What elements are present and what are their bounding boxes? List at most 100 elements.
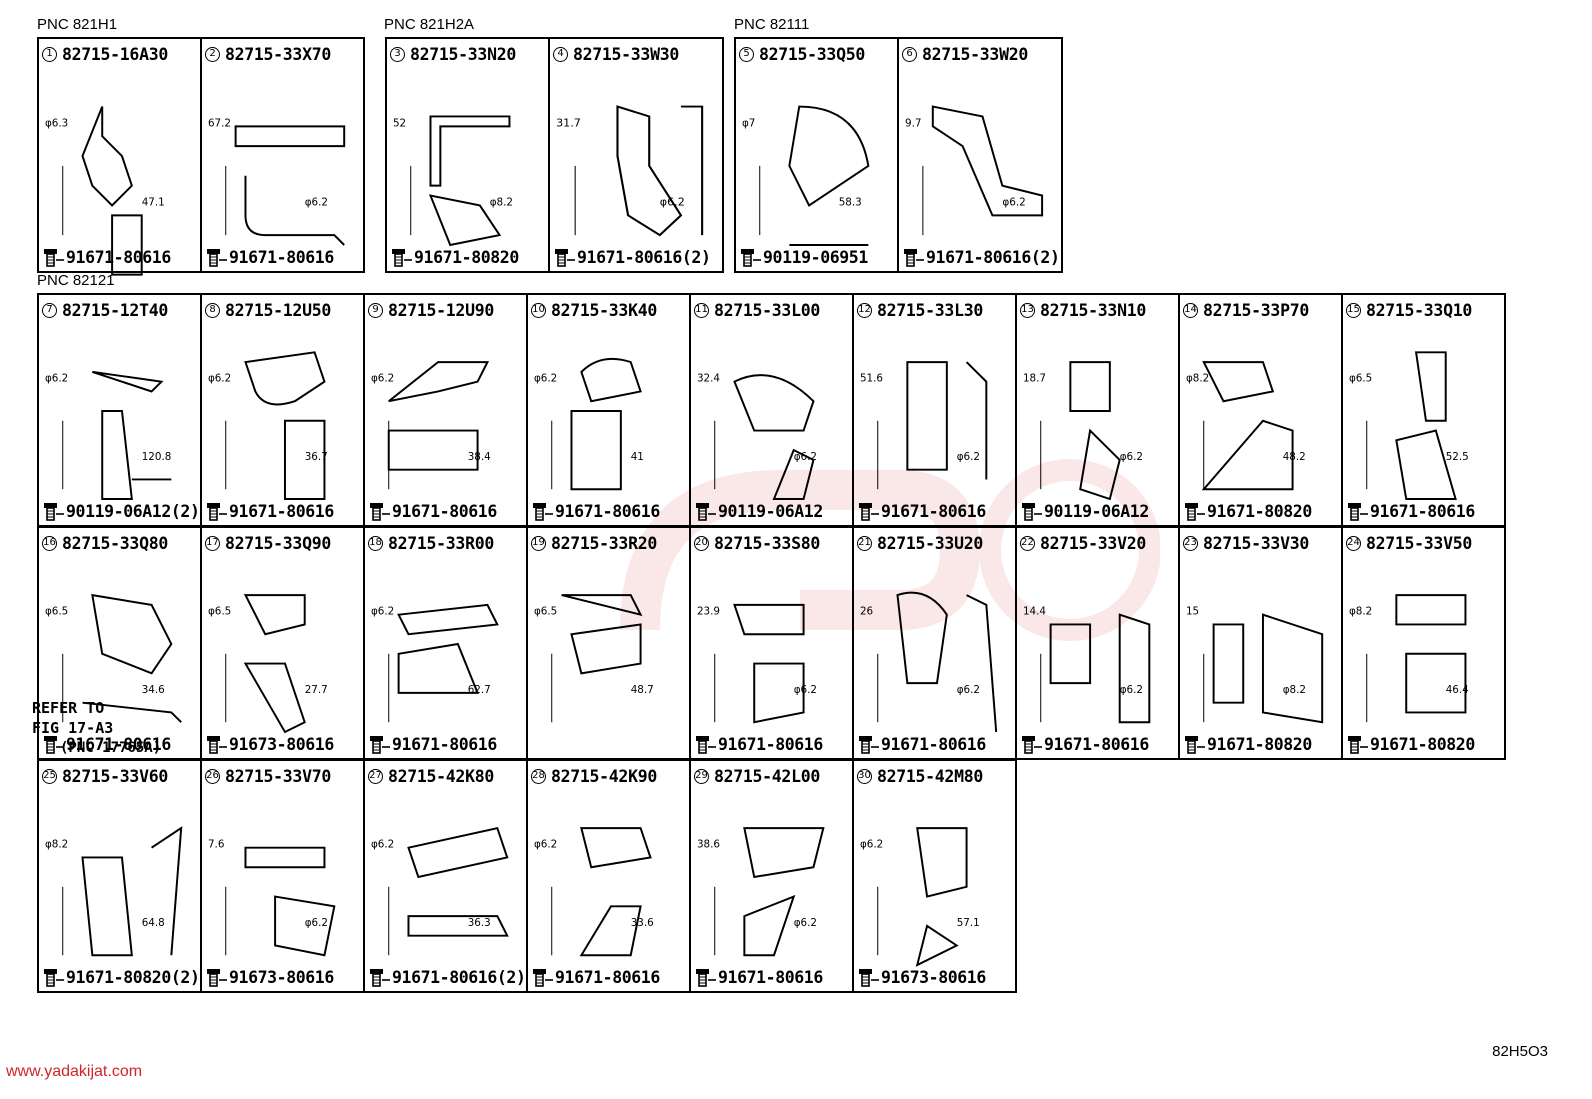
part-number: 82715-33Q10 bbox=[1366, 300, 1472, 320]
part-number: 82715-12U90 bbox=[388, 300, 494, 320]
item-number: 6 bbox=[902, 46, 917, 62]
item-number: 26 bbox=[205, 768, 220, 784]
item-number: 21 bbox=[857, 535, 872, 551]
item-number: 30 bbox=[857, 768, 872, 784]
part-number: 82715-16A30 bbox=[62, 44, 168, 64]
bolt-part-number: 91671-80616 bbox=[392, 734, 497, 754]
item-number: 15 bbox=[1346, 302, 1361, 318]
cell-footer: 91671-80616 bbox=[857, 733, 986, 755]
bolt-part-number: 91671-80820 bbox=[1207, 501, 1312, 521]
dimension-label: 52.5 bbox=[1446, 451, 1469, 463]
dimension-label: 18.7 bbox=[1023, 373, 1046, 385]
pnc-label: PNC 82111 bbox=[734, 16, 810, 33]
refer-line: FIG 17-A3 bbox=[32, 719, 114, 737]
watermark-url: www.yadakijat.com bbox=[6, 1063, 143, 1080]
bolt-icon bbox=[207, 736, 227, 754]
bolt-part-number: 90119-06951 bbox=[763, 247, 868, 267]
bolt-icon bbox=[1022, 503, 1042, 521]
cell-footer: 91671-80616 bbox=[1346, 500, 1475, 522]
dimension-label: φ6.5 bbox=[1349, 373, 1372, 385]
cell-footer: 91671-80616 bbox=[42, 246, 171, 268]
cell-footer: 91671-80616(2) bbox=[902, 246, 1060, 268]
bolt-icon bbox=[370, 969, 390, 987]
part-number: 82715-33N10 bbox=[1040, 300, 1146, 320]
dimension-label: 57.1 bbox=[957, 917, 980, 929]
dimension-label: φ6.2 bbox=[208, 373, 231, 385]
dimension-label: 48.7 bbox=[631, 684, 654, 696]
part-number: 82715-33P70 bbox=[1203, 300, 1309, 320]
dimension-label: φ6.2 bbox=[794, 684, 817, 696]
part-number: 82715-42K80 bbox=[388, 766, 494, 786]
bolt-icon bbox=[370, 736, 390, 754]
bolt-icon bbox=[859, 503, 879, 521]
bolt-icon bbox=[741, 249, 761, 267]
cell-footer: 91671-80616 bbox=[205, 246, 334, 268]
item-number: 23 bbox=[1183, 535, 1198, 551]
pnc-label: PNC 82121 bbox=[37, 272, 115, 289]
dimension-label: φ6.2 bbox=[794, 451, 817, 463]
cell-header: 21 82715-33U20 bbox=[857, 532, 983, 554]
bolt-part-number: 90119-06A12(2) bbox=[66, 501, 200, 521]
dimension-label: φ8.2 bbox=[1349, 606, 1372, 618]
item-number: 4 bbox=[553, 46, 568, 62]
item-number: 12 bbox=[857, 302, 872, 318]
item-number: 27 bbox=[368, 768, 383, 784]
bolt-part-number: 91671-80616 bbox=[1044, 734, 1149, 754]
cell-footer: 91671-80616 bbox=[42, 733, 171, 755]
bolt-part-number: 91671-80616 bbox=[718, 967, 823, 987]
part-number: 82715-33W30 bbox=[573, 44, 679, 64]
item-number: 3 bbox=[390, 46, 405, 62]
cell-footer: 91671-80820 bbox=[1183, 500, 1312, 522]
cell-footer: 91671-80616 bbox=[368, 500, 497, 522]
part-drawing: φ6.5 52.5 bbox=[1347, 323, 1500, 500]
dimension-label: φ6.2 bbox=[860, 839, 883, 851]
part-number: 82715-33R00 bbox=[388, 533, 494, 553]
dimension-label: φ6.2 bbox=[305, 196, 328, 208]
dimension-label: φ8.2 bbox=[490, 196, 513, 208]
part-number: 82715-33K40 bbox=[551, 300, 657, 320]
dimension-label: φ6.3 bbox=[45, 117, 68, 129]
bolt-part-number: 90119-06A12 bbox=[718, 501, 823, 521]
cell-header: 27 82715-42K80 bbox=[368, 765, 494, 787]
bolt-icon bbox=[370, 503, 390, 521]
watermark-logo bbox=[620, 459, 1160, 641]
bolt-part-number: 91673-80616 bbox=[229, 967, 334, 987]
pnc-label: PNC 821H2A bbox=[384, 16, 475, 33]
dimension-label: 14.4 bbox=[1023, 606, 1046, 618]
bolt-part-number: 91671-80820(2) bbox=[66, 967, 200, 987]
dimension-label: 34.6 bbox=[142, 684, 165, 696]
dimension-label: 64.8 bbox=[142, 917, 165, 929]
bolt-icon bbox=[533, 969, 553, 987]
dimension-label: 41 bbox=[631, 451, 644, 463]
bolt-part-number: 91671-80616(2) bbox=[392, 967, 526, 987]
dimension-label: 52 bbox=[393, 117, 406, 129]
cell-footer: 91671-80616 bbox=[205, 500, 334, 522]
bolt-part-number: 91671-80616 bbox=[229, 501, 334, 521]
part-number: 82715-33U20 bbox=[877, 533, 983, 553]
dimension-label: φ7 bbox=[742, 117, 755, 129]
item-number: 19 bbox=[531, 535, 546, 551]
